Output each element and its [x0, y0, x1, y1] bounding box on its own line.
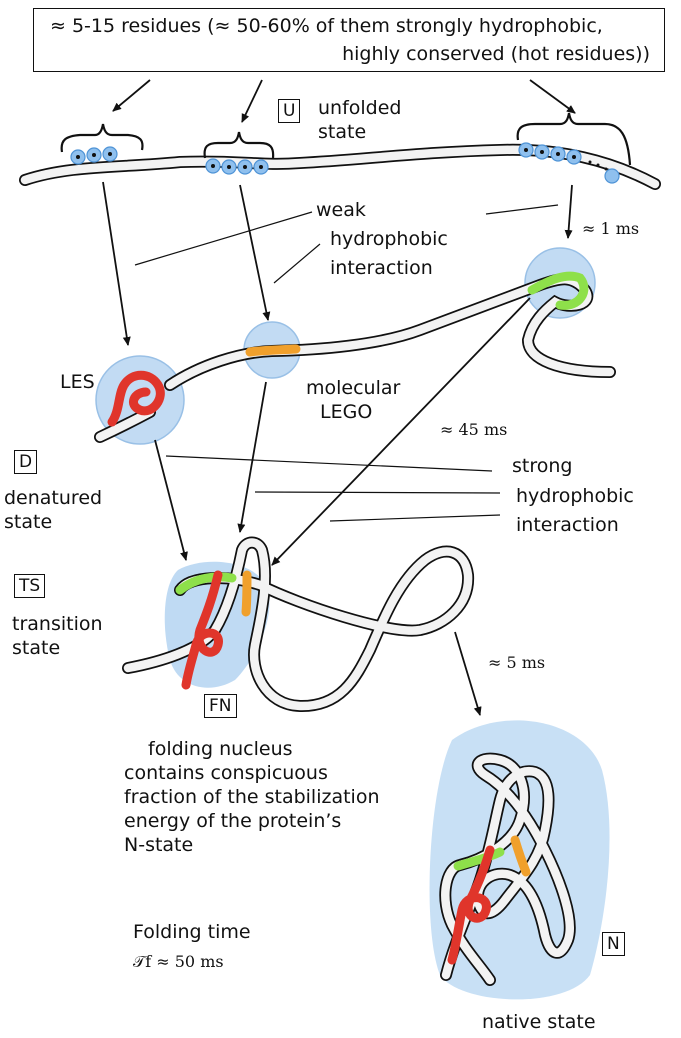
denatured-state-label: denatured state — [4, 487, 103, 533]
les-label: LES — [60, 371, 95, 393]
native-state-label: native state — [482, 1011, 596, 1033]
residue-dots — [76, 148, 608, 171]
ts-helix — [181, 570, 223, 690]
weak-interaction-label: interaction — [330, 257, 433, 279]
state-box-d: D — [14, 450, 38, 474]
pointer-lines — [134, 204, 559, 522]
strong-interaction-label: interaction — [516, 514, 619, 536]
weak-label: weak — [316, 199, 366, 221]
arrows — [102, 79, 576, 716]
native-chain — [439, 752, 576, 986]
native-helix — [447, 845, 495, 965]
lego-segment — [245, 344, 301, 357]
state-box-u: U — [278, 99, 301, 123]
folding-time-label: Folding time — [133, 921, 251, 943]
state-box-n: N — [602, 932, 625, 956]
native-green — [453, 847, 505, 871]
ts-green — [175, 572, 237, 595]
folding-nucleus-description: folding nucleus contains conspicuous fra… — [124, 738, 380, 856]
header-line-2: highly conserved (hot residues)) — [342, 43, 650, 65]
folding-time-value: 𝒯f ≈ 50 ms — [133, 952, 224, 971]
intermediate-chain — [94, 271, 616, 443]
header-line-1: ≈ 5-15 residues (≈ 50-60% of them strong… — [50, 15, 603, 37]
native-orange — [510, 835, 531, 877]
strong-hydrophobic-label: hydrophobic — [516, 485, 634, 507]
state-box-ts: TS — [14, 574, 46, 598]
state-box-fn: FN — [204, 694, 237, 718]
time-1ms: ≈ 1 ms — [582, 219, 640, 238]
strong-label: strong — [512, 455, 573, 477]
les-helix — [107, 370, 165, 427]
green-segment — [527, 271, 589, 310]
transition-state-label: transition state — [12, 613, 103, 659]
residue-info-box: ≈ 5-15 residues (≈ 50-60% of them strong… — [33, 8, 665, 72]
ts-orange — [241, 570, 252, 617]
time-5ms: ≈ 5 ms — [488, 653, 546, 672]
unfolded-state-label: unfolded state — [318, 97, 402, 143]
weak-hydrophobic-label: hydrophobic — [330, 228, 448, 250]
transition-chain — [122, 536, 475, 713]
lego-label: molecular LEGO — [306, 377, 401, 423]
time-45ms: ≈ 45 ms — [440, 420, 508, 439]
unfolded-chain — [19, 143, 661, 190]
